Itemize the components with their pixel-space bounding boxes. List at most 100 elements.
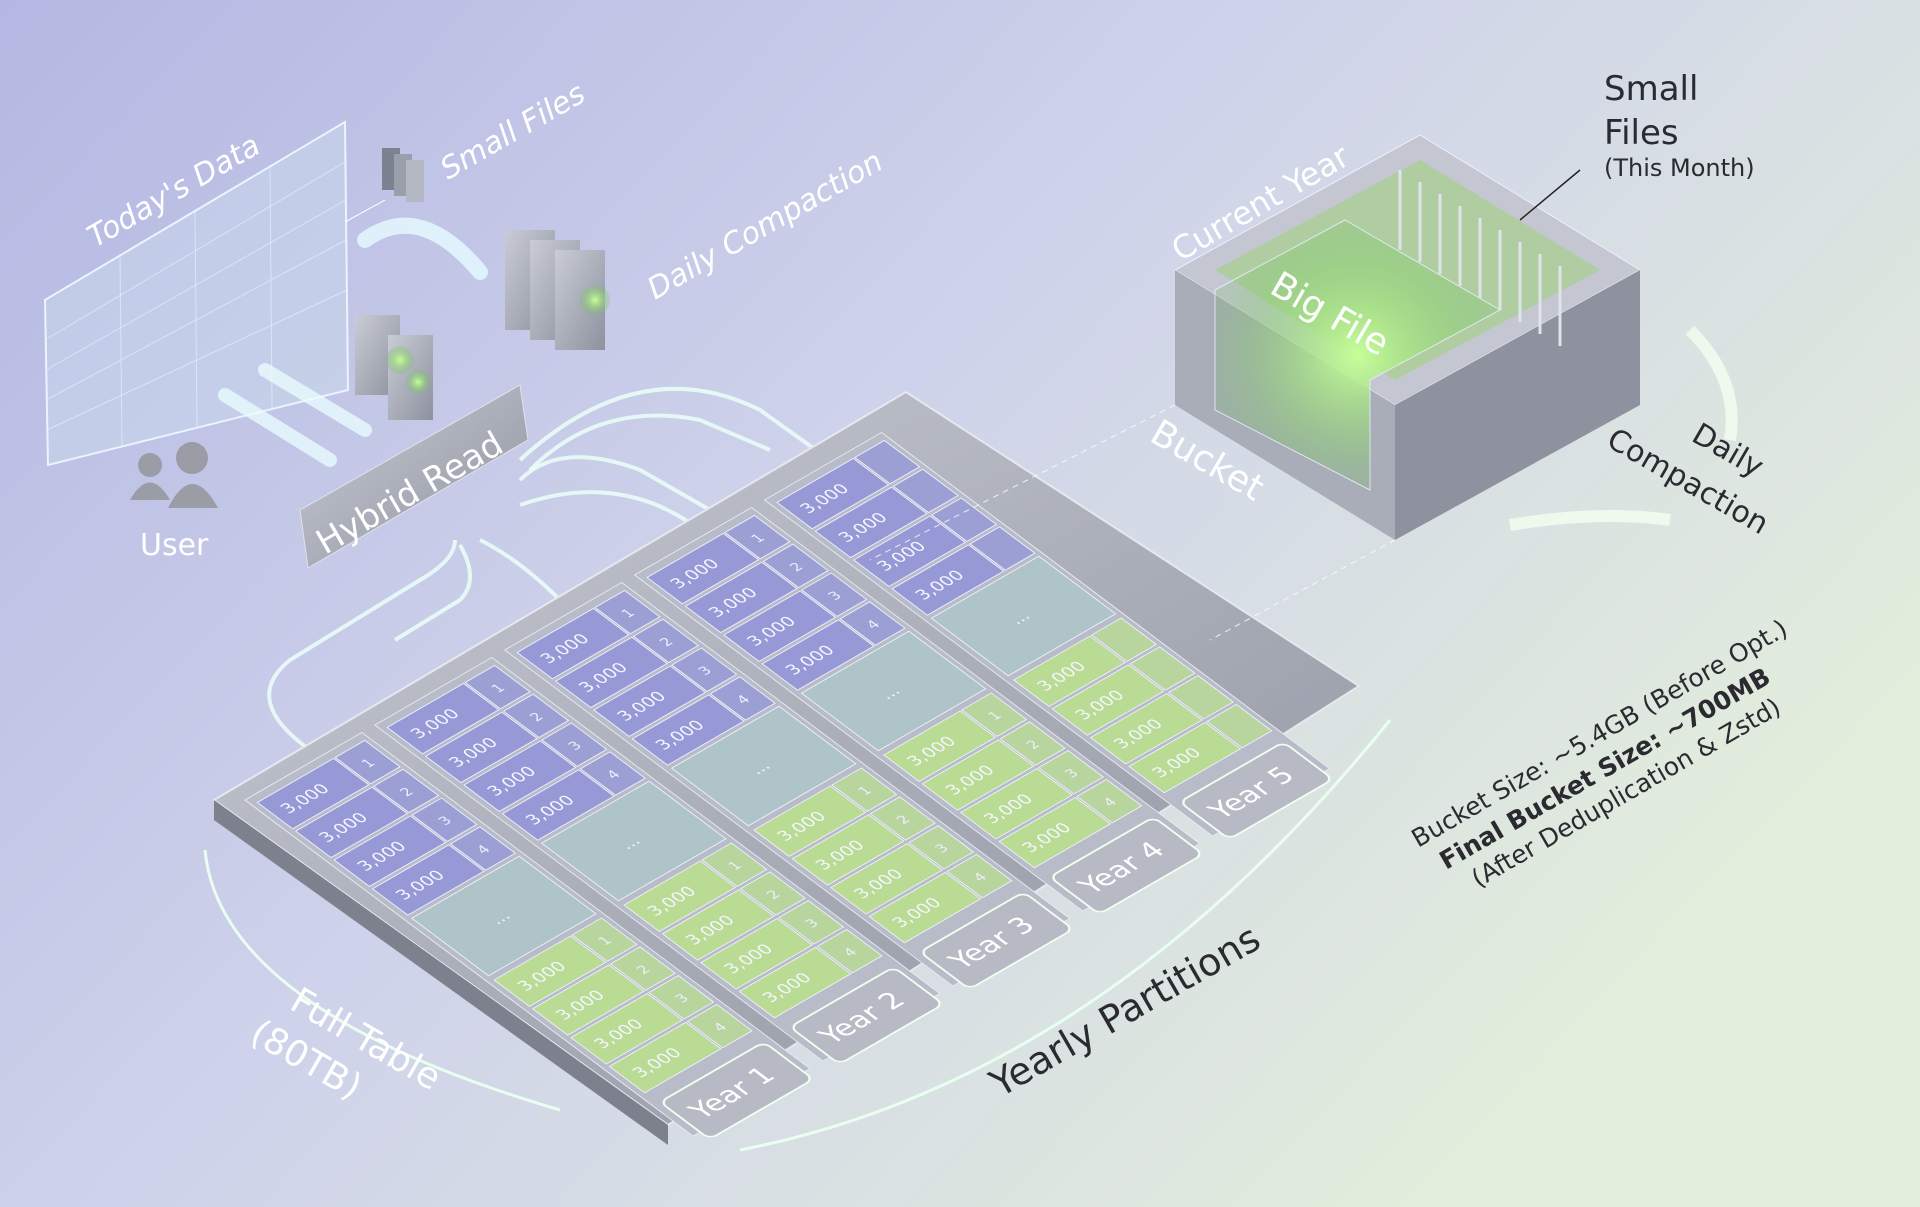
purple-index-cell <box>502 693 570 739</box>
recent-section <box>540 780 727 902</box>
green-index-cell <box>816 928 883 974</box>
recent-section <box>800 630 987 752</box>
purple-index-cell <box>632 618 700 664</box>
read-files-icon <box>355 315 433 420</box>
green-cell <box>493 935 607 1007</box>
green-cell <box>753 785 867 857</box>
purple-cell <box>333 815 447 887</box>
green-cell <box>1051 664 1165 736</box>
purple-index-cell <box>892 468 959 514</box>
user-icon <box>130 442 218 508</box>
year-tag-box <box>922 893 1071 988</box>
purple-index-cell <box>969 526 1036 571</box>
purple-cell <box>256 757 370 830</box>
purple-index-cell <box>709 676 776 721</box>
green-index-cell <box>946 853 1013 899</box>
green-cell <box>738 946 852 1019</box>
small-files-icon <box>344 148 424 223</box>
green-index-cell <box>1076 778 1143 824</box>
green-cell <box>661 889 775 961</box>
green-index-cell <box>1129 646 1196 691</box>
year-tag-1[interactable]: Year 1 <box>660 1042 814 1139</box>
green-cell <box>623 860 737 932</box>
year-tag-box <box>662 1043 811 1138</box>
purple-cell <box>684 561 798 634</box>
green-index-cell <box>701 842 768 887</box>
green-cell <box>829 843 944 915</box>
purple-index-cell <box>801 572 868 617</box>
green-cell <box>570 993 684 1065</box>
purple-cell <box>516 607 630 680</box>
partition-year-2: 3,00013,00023,00033,0004...3,00013,00023… <box>374 656 941 1063</box>
purple-index-cell <box>930 497 998 542</box>
purple-cell <box>593 665 707 737</box>
small-files-slices <box>1398 170 1562 346</box>
purple-index-cell <box>594 589 661 635</box>
small-files-right-label-2: Files <box>1604 113 1679 153</box>
purple-index-cell <box>334 739 401 785</box>
recent-section <box>930 555 1117 677</box>
green-index-cell <box>1090 617 1158 662</box>
user-label: User <box>140 528 209 563</box>
recent-section <box>410 855 597 977</box>
green-index-cell <box>739 871 806 916</box>
purple-cell <box>554 636 668 709</box>
current-year-bucket <box>869 134 1641 641</box>
purple-index-cell <box>372 768 440 814</box>
green-index-cell <box>1167 675 1235 720</box>
purple-cell <box>891 544 1005 616</box>
purple-cell <box>852 515 967 587</box>
yearly-partitions-brace <box>739 719 1392 1152</box>
green-index-cell <box>609 946 677 991</box>
green-cell <box>608 1021 722 1094</box>
green-cell <box>921 739 1035 811</box>
platform-edge <box>214 800 668 1145</box>
partition-year-1: 3,00013,00023,00033,0004...3,00013,00023… <box>244 731 814 1139</box>
green-index-cell <box>571 917 638 962</box>
green-index-cell <box>869 796 936 841</box>
purple-cell <box>424 711 538 784</box>
full-table-brace <box>203 849 561 1112</box>
green-cell <box>1012 635 1127 707</box>
purple-index-cell <box>464 664 531 710</box>
green-cell <box>868 871 982 944</box>
green-index-cell <box>1206 703 1273 749</box>
green-index-cell <box>907 825 975 870</box>
purple-cell <box>723 590 837 662</box>
purple-index-cell <box>541 722 608 767</box>
green-index-cell <box>778 900 845 945</box>
purple-index-cell <box>839 601 906 646</box>
green-cell <box>531 964 645 1036</box>
green-cell <box>700 918 814 990</box>
double-arrow-icon <box>218 363 372 467</box>
purple-index-cell <box>854 439 921 485</box>
purple-index-cell <box>449 826 517 871</box>
year-tag-box <box>792 968 941 1063</box>
purple-index-cell <box>579 751 646 796</box>
purple-cell <box>501 769 615 841</box>
green-index-cell <box>961 692 1028 737</box>
purple-cell <box>386 682 500 755</box>
year-tag-box <box>1182 743 1331 838</box>
purple-cell <box>814 486 928 559</box>
compaction-arrow-icon <box>357 217 488 280</box>
green-cell <box>1089 693 1203 765</box>
green-cell <box>883 710 997 782</box>
green-cell <box>791 814 905 886</box>
year-tag-box <box>1052 818 1201 913</box>
purple-cell <box>761 619 875 691</box>
purple-cell <box>294 786 409 859</box>
purple-cell <box>776 457 890 530</box>
purple-index-cell <box>724 514 791 560</box>
purple-cell <box>371 844 485 916</box>
green-cell <box>1128 721 1242 794</box>
purple-index-cell <box>762 543 829 589</box>
green-index-cell <box>999 721 1066 766</box>
purple-index-cell <box>411 797 478 842</box>
small-files-right-label: Small <box>1604 69 1698 109</box>
purple-cell <box>646 532 760 605</box>
partition-year-5: 3,0003,0003,0003,000...3,0003,0003,0003,… <box>763 431 1331 838</box>
purple-cell <box>463 740 577 812</box>
compacted-files-icon <box>505 230 610 350</box>
